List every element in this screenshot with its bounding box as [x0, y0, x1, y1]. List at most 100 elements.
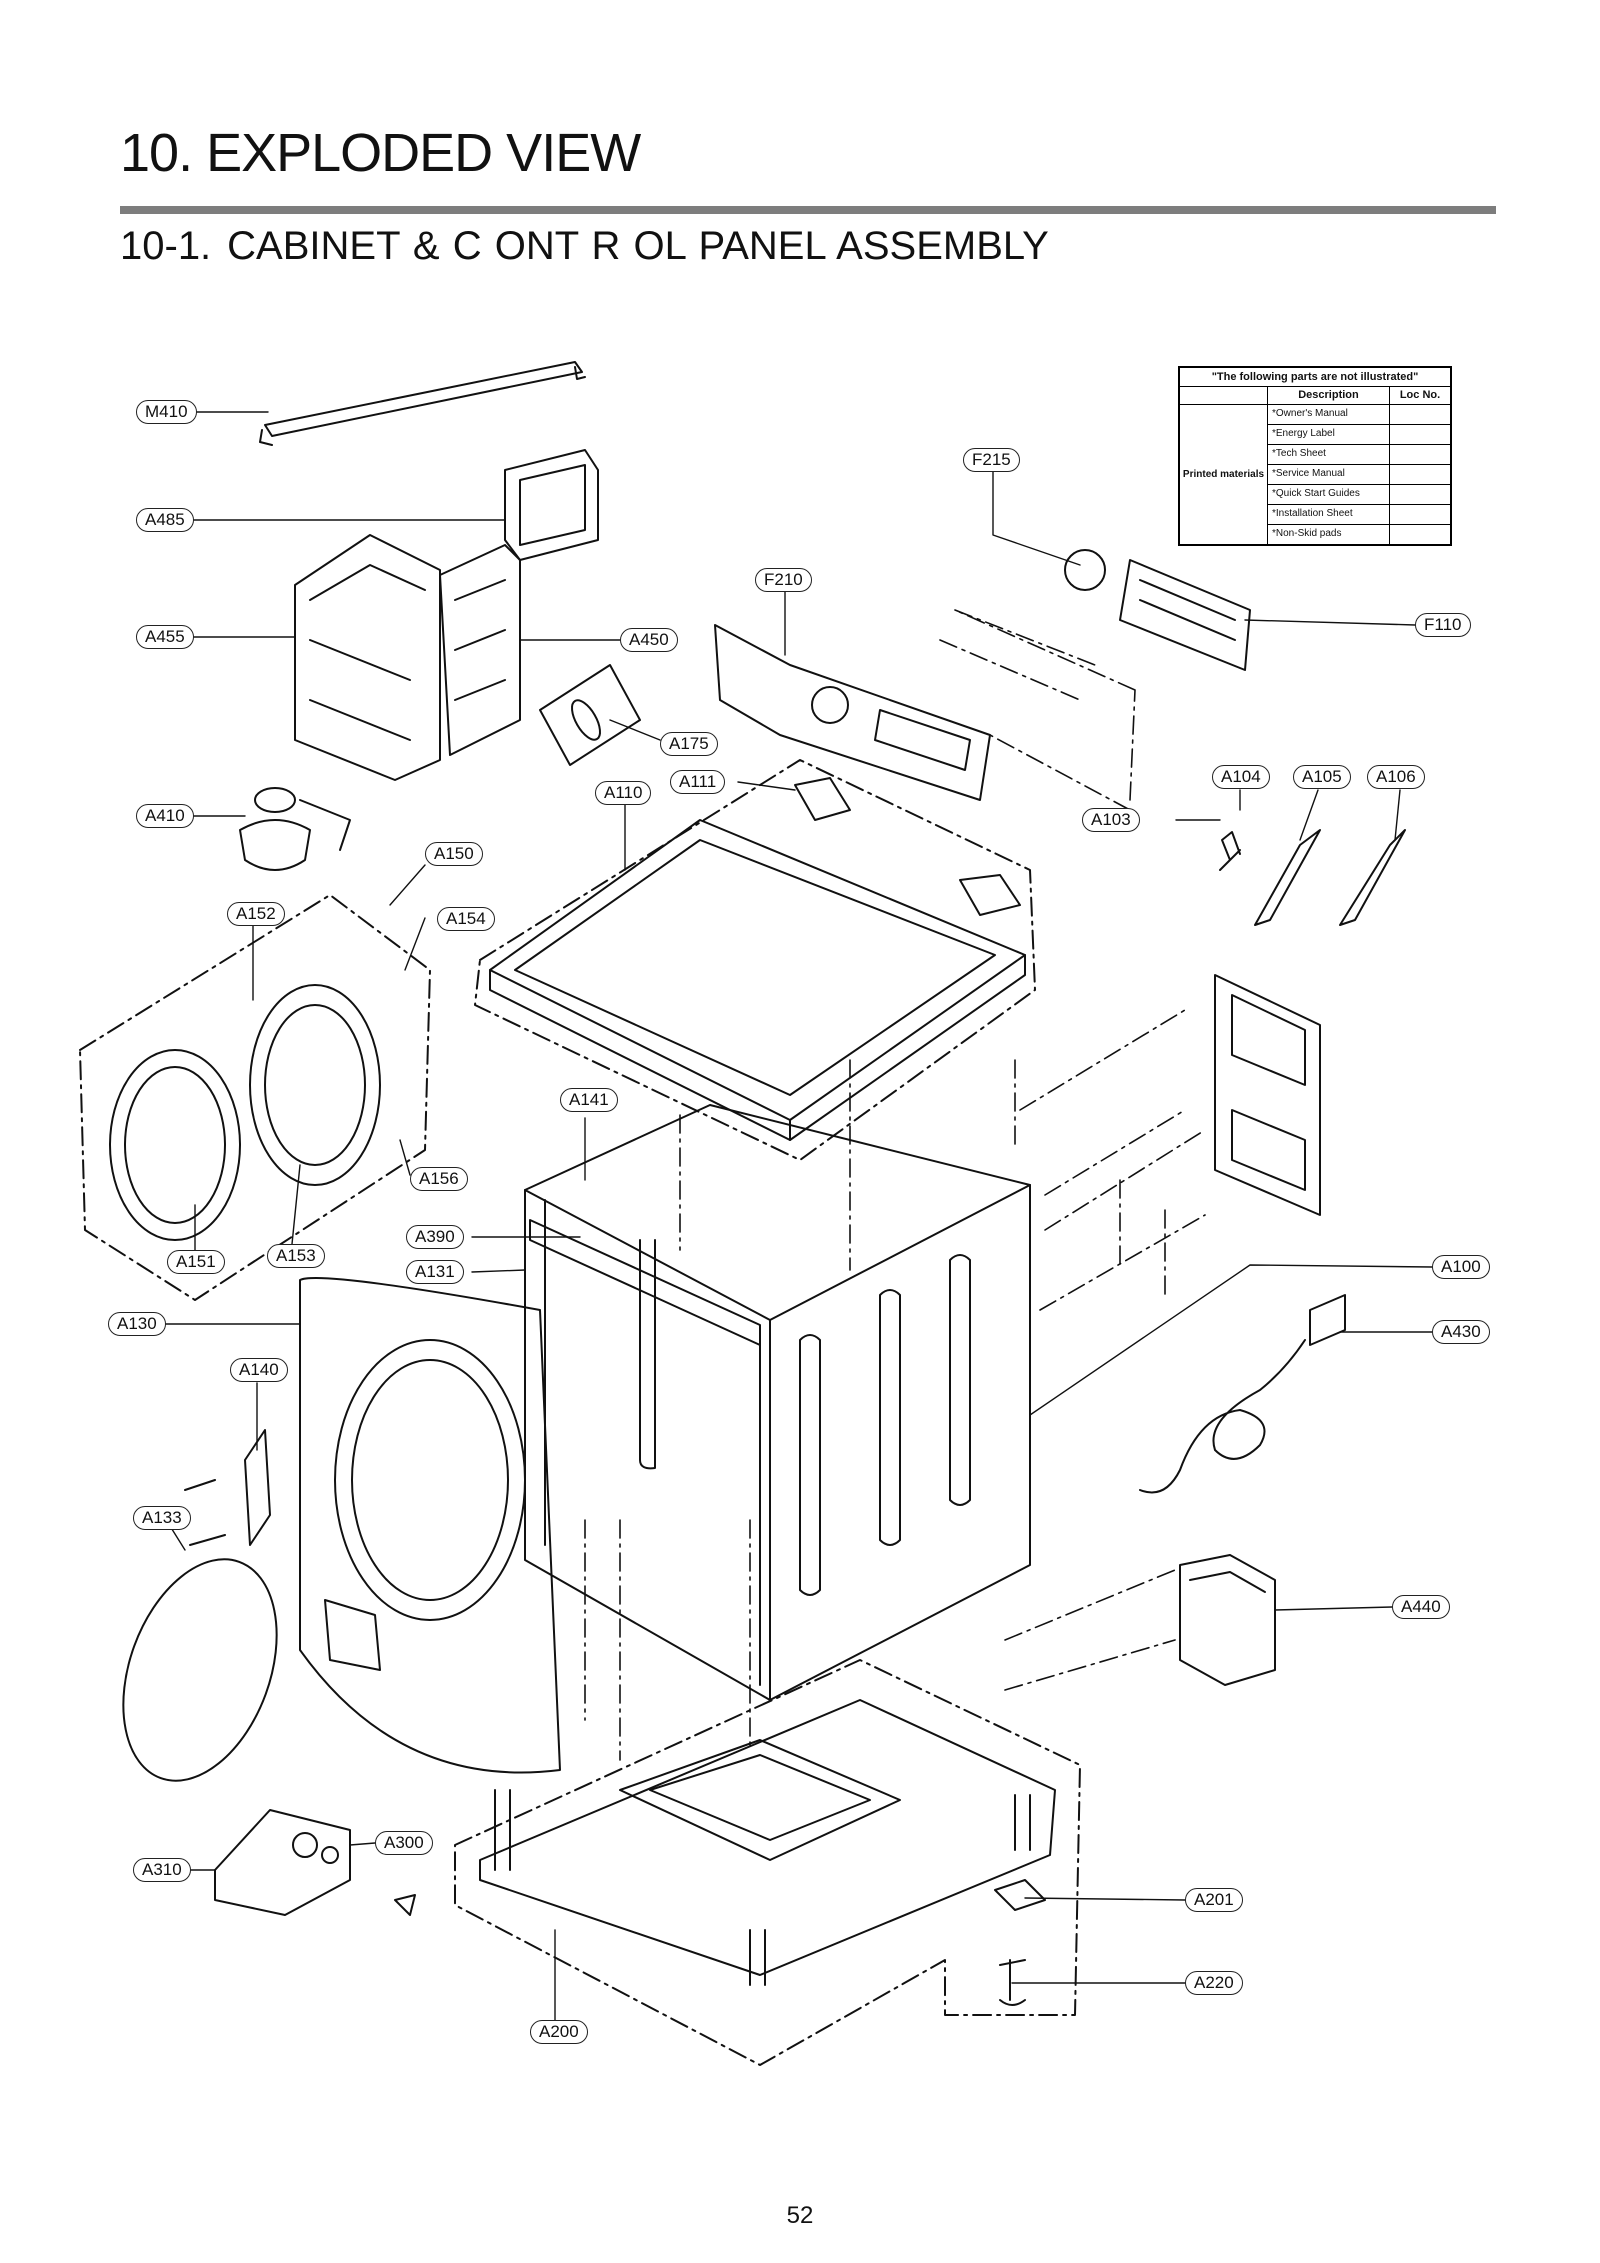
table-cell-loc — [1390, 425, 1450, 444]
callout-a153: A153 — [267, 1244, 325, 1268]
callout-a110: A110 — [595, 781, 652, 805]
a485-box — [504, 449, 599, 561]
callout-a455: A455 — [136, 625, 194, 649]
callout-a140: A140 — [230, 1358, 288, 1382]
callout-a430: A430 — [1432, 1320, 1490, 1344]
a106-shock — [1339, 829, 1406, 926]
callout-a450: A450 — [620, 628, 678, 652]
callout-a410: A410 — [136, 804, 194, 828]
table-row: *Service Manual — [1268, 465, 1450, 485]
title-rule — [120, 206, 1496, 214]
a455-housing — [294, 534, 441, 781]
back-panel — [1214, 974, 1321, 1216]
table-cell-loc — [1390, 405, 1450, 424]
page-title: 10. EXPLODED VIEW — [120, 123, 641, 183]
m410-bracket — [264, 361, 583, 437]
callout-f210: F210 — [755, 568, 812, 592]
table-cell-loc — [1390, 525, 1450, 544]
table-cell-description: *Non-Skid pads — [1268, 525, 1390, 544]
table-cell-description: *Quick Start Guides — [1268, 485, 1390, 504]
a133-ring — [122, 1558, 278, 1782]
callout-a104: A104 — [1212, 765, 1270, 789]
f210-control-panel — [714, 624, 991, 801]
a104-shock — [1219, 831, 1241, 871]
callout-a152: A152 — [227, 902, 285, 926]
a152-door-frame — [249, 984, 381, 1186]
table-cell-loc — [1390, 465, 1450, 484]
callout-a154: A154 — [437, 907, 495, 931]
a130-door — [299, 1277, 561, 1774]
callout-a130: A130 — [108, 1312, 166, 1336]
table-cell-description: *Service Manual — [1268, 465, 1390, 484]
callout-a151: A151 — [167, 1250, 225, 1274]
a390-rail — [529, 1219, 761, 1346]
a440-module — [1179, 1554, 1276, 1686]
table-header-loc: Loc No. — [1399, 389, 1441, 401]
callout-a200: A200 — [530, 2020, 588, 2044]
a175-part — [539, 664, 641, 766]
callout-a390: A390 — [406, 1225, 464, 1249]
callout-a201: A201 — [1185, 1888, 1243, 1912]
callout-a111: A111 — [670, 770, 726, 794]
callout-a156: A156 — [410, 1167, 468, 1191]
callout-a485: A485 — [136, 508, 194, 532]
table-cell-loc — [1390, 445, 1450, 464]
page-number: 52 — [786, 2202, 814, 2229]
a201-bracket — [994, 1879, 1046, 1911]
f215-knob — [1064, 549, 1106, 591]
table-row: *Tech Sheet — [1268, 445, 1450, 465]
table-row: *Installation Sheet — [1268, 505, 1450, 525]
callout-a310: A310 — [133, 1858, 191, 1882]
a450-housing — [439, 544, 521, 756]
table-header: Description Loc No. — [1180, 387, 1450, 405]
table-rows: *Owner's Manual *Energy Label *Tech Shee… — [1268, 405, 1450, 544]
a220-foot — [999, 1959, 1026, 2006]
cabinet-body — [524, 1104, 1031, 1321]
callout-a131: A131 — [406, 1260, 464, 1284]
a430-power-cord — [1309, 1294, 1346, 1346]
callout-a105: A105 — [1293, 765, 1351, 789]
table-row: *Owner's Manual — [1268, 405, 1450, 425]
callout-a300: A300 — [375, 1831, 433, 1855]
table-row: *Quick Start Guides — [1268, 485, 1450, 505]
a140-hinge — [244, 1429, 271, 1546]
a151-door-ring — [109, 1049, 241, 1241]
table-cell-description: *Installation Sheet — [1268, 505, 1390, 524]
callout-a106: A106 — [1367, 765, 1425, 789]
table-cell-description: *Owner's Manual — [1268, 405, 1390, 424]
a410-pump — [239, 819, 311, 871]
table-cell-loc — [1390, 505, 1450, 524]
table-row: *Energy Label — [1268, 425, 1450, 445]
callout-a100: A100 — [1432, 1255, 1490, 1279]
callout-a141: A141 — [560, 1088, 618, 1112]
section-text: CABINET & C ONT R OL PANEL ASSEMBLY — [227, 224, 1049, 268]
table-cell-loc — [1390, 485, 1450, 504]
callout-m410: M410 — [136, 400, 197, 424]
callout-a150: A150 — [425, 842, 483, 866]
a105-shock — [1254, 829, 1321, 926]
table-header-blank — [1180, 387, 1268, 404]
table-category: Printed materials — [1180, 405, 1268, 544]
callout-f215: F215 — [963, 448, 1020, 472]
table-body: Printed materials *Owner's Manual *Energ… — [1180, 405, 1450, 544]
callout-a440: A440 — [1392, 1595, 1450, 1619]
table-cell-description: *Energy Label — [1268, 425, 1390, 444]
a111-hinge — [794, 777, 851, 821]
callout-a103: A103 — [1082, 808, 1140, 832]
a200-base — [479, 1699, 1056, 1976]
table-cell-description: *Tech Sheet — [1268, 445, 1390, 464]
callout-a220: A220 — [1185, 1971, 1243, 1995]
section-title: 10-1. CABINET & C ONT R OL PANEL ASSEMBLY — [120, 224, 1065, 269]
a310-box — [214, 1809, 351, 1916]
callout-a133: A133 — [133, 1506, 191, 1530]
callout-f110: F110 — [1415, 613, 1471, 637]
section-number: 10-1. — [120, 224, 212, 268]
table-header-description: Description — [1268, 387, 1390, 404]
a110-top-plate — [489, 819, 1026, 1121]
table-row: *Non-Skid pads — [1268, 525, 1450, 544]
f110-pcb — [1119, 559, 1251, 671]
not-illustrated-table: "The following parts are not illustrated… — [1178, 366, 1452, 546]
table-caption: "The following parts are not illustrated… — [1180, 368, 1450, 387]
callout-a175: A175 — [660, 732, 718, 756]
